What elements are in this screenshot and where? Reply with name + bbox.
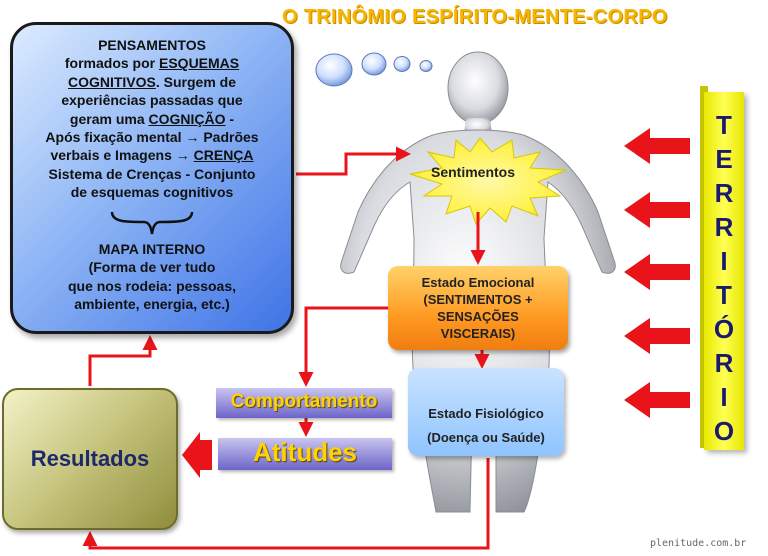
physiological-line: Estado Fisiológico [428, 406, 544, 421]
connector-lines [82, 146, 490, 550]
arrow-thoughts-to-feelings [296, 146, 411, 176]
territory-arrow-5 [624, 382, 690, 418]
thoughts-fragment: . Surgem de [155, 73, 237, 90]
territory-letter: O [713, 416, 735, 446]
feelings-label: Sentimentos [430, 164, 515, 180]
territory-arrows [624, 128, 690, 418]
thoughts-fragment: - [225, 110, 235, 127]
territory-letter: R [714, 348, 734, 378]
thoughts-fragment: formados por [64, 55, 159, 72]
territory-arrow-4 [624, 318, 690, 354]
territory-letter: T [716, 280, 732, 310]
territory-arrow-3 [624, 254, 690, 290]
cognition-term: COGNIÇÃO [148, 110, 226, 127]
territory-letter: R [714, 212, 734, 242]
emotional-line: VISCERAIS) [440, 326, 516, 341]
map-line: (Forma de ver tudo [88, 259, 216, 276]
thoughts-line: COGNITIVOS. Surgem de [14, 73, 290, 91]
thought-bubble-tiny [419, 60, 433, 72]
map-line: ambiente, energia, etc.) [74, 296, 230, 313]
behavior-label: Comportamento [230, 391, 378, 412]
thoughts-line: PENSAMENTOS [98, 37, 206, 53]
thoughts-line: Sistema de Crenças - Conjunto [48, 165, 256, 182]
thoughts-line: experiências passadas que [61, 92, 243, 109]
territory-letter: Ó [713, 314, 735, 344]
physiological-state-box [408, 368, 564, 456]
diagram-title: O TRINÔMIO ESPÍRITO-MENTE-CORPO [282, 6, 668, 28]
territory-arrow-1 [624, 128, 690, 164]
thoughts-line: geram uma COGNIÇÃO - [14, 110, 290, 128]
thoughts-line: Após fixação mental → Padrões [45, 129, 259, 146]
territory-letter: I [720, 382, 728, 412]
map-line: MAPA INTERNO [98, 241, 206, 257]
thoughts-line: de esquemas cognitivos [70, 184, 234, 201]
watermark: plenitude.com.br [650, 538, 747, 549]
arrow-attitudes-to-results [182, 432, 212, 478]
thoughts-fragment: verbais e Imagens → [50, 147, 194, 164]
thoughts-box [10, 22, 294, 334]
thoughts-fragment: geram uma [69, 110, 149, 127]
belief-term: CRENÇA [193, 147, 254, 164]
thought-bubble-medium [361, 52, 387, 76]
territory-letter: E [715, 144, 733, 174]
results-box [2, 388, 178, 530]
thoughts-text: PENSAMENTOS formados por ESQUEMAS COGNIT… [14, 36, 290, 202]
arrow-physiological-to-results [82, 458, 490, 550]
attitudes-label: Atitudes [253, 437, 357, 467]
thoughts-line: verbais e Imagens → CRENÇA [14, 146, 290, 164]
emotional-line: Estado Emocional [421, 275, 535, 290]
emotional-state-box [388, 266, 568, 350]
physiological-state-text: Estado Fisiológico (Doença ou Saúde) [408, 402, 564, 450]
feelings-starburst [409, 137, 567, 225]
curly-brace-icon [110, 211, 194, 235]
internal-map-text: MAPA INTERNO (Forma de ver tudo que nos … [14, 240, 290, 314]
arrow-results-to-thoughts [88, 335, 158, 386]
emotional-line: SENSAÇÕES [437, 309, 519, 324]
arrow-emotional-to-behavior [298, 306, 390, 387]
territory-arrow-2 [624, 192, 690, 228]
territory-letter: T [716, 110, 732, 140]
thought-bubble-small [393, 56, 411, 72]
cognitive-term: COGNITIVOS [67, 73, 156, 90]
territory-letter: R [714, 178, 734, 208]
map-line: que nos rodeia: pessoas, [67, 277, 237, 294]
attitudes-box [218, 438, 392, 470]
schemas-term: ESQUEMAS [159, 55, 240, 72]
behavior-box [216, 388, 392, 418]
thoughts-line: formados por ESQUEMAS [14, 54, 290, 72]
emotional-state-text: Estado Emocional (SENTIMENTOS + SENSAÇÕE… [388, 274, 568, 342]
thought-bubble-large [315, 53, 353, 87]
territory-letter: I [720, 246, 728, 276]
physiological-line: (Doença ou Saúde) [427, 430, 545, 445]
results-label: Resultados [30, 446, 150, 471]
emotional-line: (SENTIMENTOS + [423, 292, 533, 307]
